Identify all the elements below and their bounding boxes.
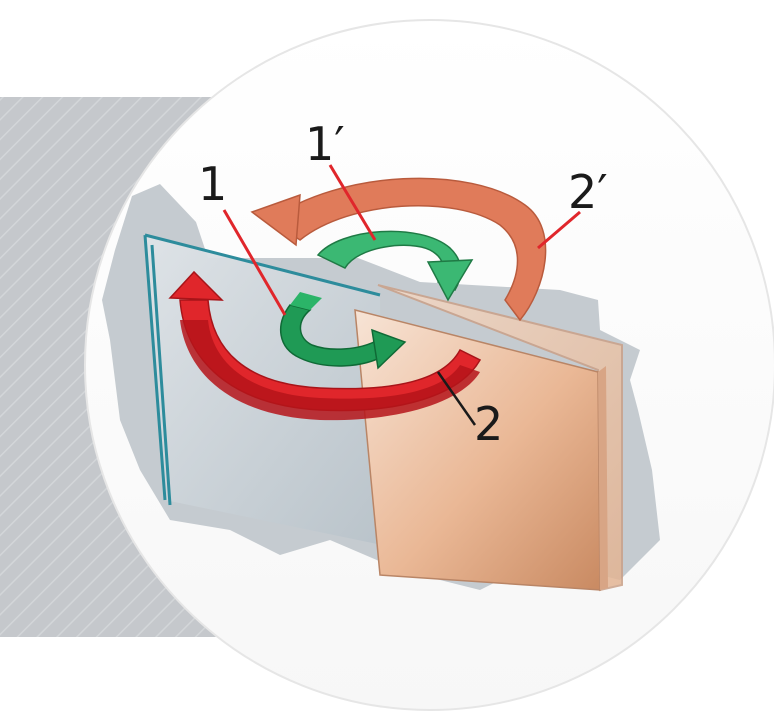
- label-2: 2: [474, 397, 503, 451]
- arrow-1-head: [371, 328, 407, 370]
- label-1: 1: [198, 157, 227, 211]
- arrow-1prime: [316, 230, 462, 291]
- arrow-2-underside: [180, 320, 480, 421]
- panel-back: [377, 284, 623, 592]
- arrow-1-top: [290, 292, 322, 310]
- arrow-2-head: [168, 270, 224, 301]
- panel-front-edge: [598, 366, 608, 590]
- leader-2: [436, 371, 477, 426]
- arrow-2prime: [268, 177, 547, 322]
- arrow-1prime-head: [426, 259, 474, 302]
- leader-1prime: [328, 164, 377, 241]
- label-1prime: 1′: [305, 117, 345, 171]
- glass-edge: [143, 233, 381, 506]
- leader-1: [222, 209, 287, 316]
- label-2prime: 2′: [568, 165, 608, 219]
- leader-2prime: [537, 210, 581, 250]
- arrow-2prime-head: [250, 193, 301, 247]
